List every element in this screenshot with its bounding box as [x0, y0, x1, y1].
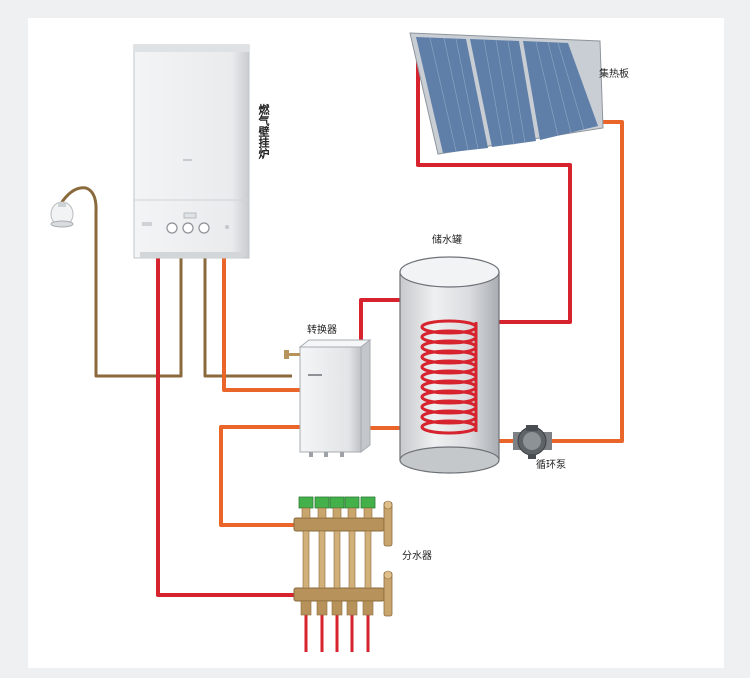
shower-pipe: [58, 186, 183, 378]
boiler-to-exchanger-cold-pipe: [203, 258, 292, 378]
exchanger-to-manifold-pipe: [219, 425, 300, 527]
manifold-valve-caps: [298, 496, 376, 509]
solar-collector-panel: [409, 32, 604, 155]
boiler-label: 燃气壁挂炉: [257, 104, 270, 159]
tank-label: 储水罐: [432, 235, 462, 246]
manifold-outlet-pipes: [304, 615, 370, 652]
solar-return-warm-pipe: [549, 120, 624, 443]
pump-label: 循环泵: [536, 460, 566, 471]
gas-boiler: [133, 44, 250, 259]
solar-panel-label: 集热板: [599, 69, 629, 80]
exchanger-to-tank-hot-pipe: [359, 298, 400, 340]
water-storage-tank: [399, 256, 500, 474]
boiler-to-exchanger-warm-pipe: [222, 258, 300, 392]
tank-heating-coil: [420, 319, 478, 435]
water-manifold: [293, 496, 393, 617]
shower-head-icon: [50, 201, 74, 228]
boiler-supply-hot-pipe: [156, 258, 300, 597]
circulation-pump-icon: [513, 425, 552, 459]
manifold-label: 分水器: [402, 551, 432, 562]
exchanger-label: 转换器: [307, 325, 337, 336]
boiler-control-panel-icon: [142, 212, 229, 234]
heat-exchanger: [284, 338, 372, 457]
